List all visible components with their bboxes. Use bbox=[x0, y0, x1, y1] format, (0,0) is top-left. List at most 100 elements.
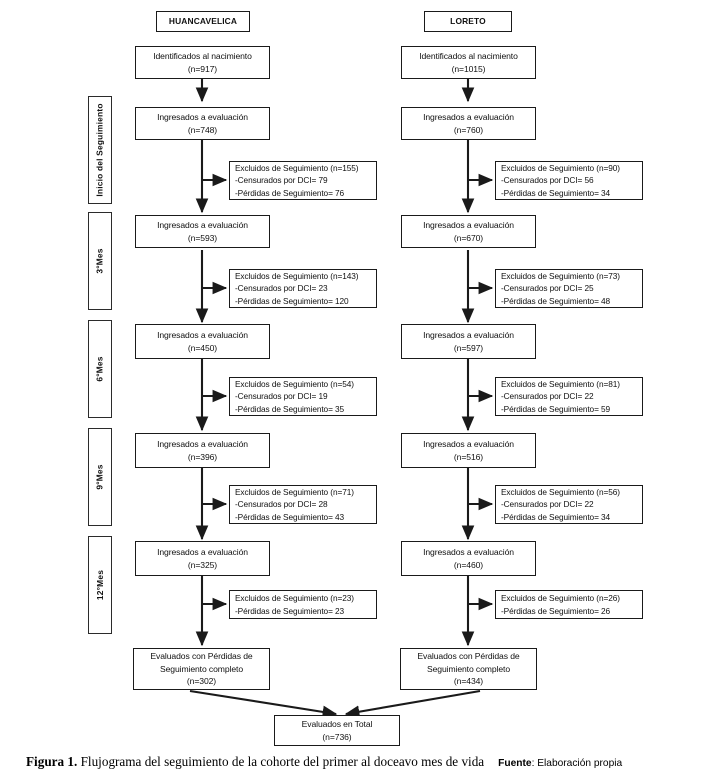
node-line: Ingresados a evaluación bbox=[423, 547, 514, 558]
timeline-stage-label: Inicio del Seguimiento bbox=[95, 103, 105, 197]
timeline-stage-label: 9°Mes bbox=[95, 464, 105, 490]
timeline-stage-inicio: Inicio del Seguimiento bbox=[88, 96, 112, 204]
node-excluded-loreto-2: Excluidos de Seguimiento (n=81) -Censura… bbox=[495, 377, 643, 416]
node-line: Identificados al nacimiento bbox=[419, 51, 518, 62]
excluded-losses: -Pérdidas de Seguimiento= 34 bbox=[501, 187, 611, 198]
column-header-label: HUANCAVELICA bbox=[168, 16, 238, 27]
node-excluded-huancavelica-2: Excluidos de Seguimiento (n=54) -Censura… bbox=[229, 377, 377, 416]
caption-text: Figura 1. Flujograma del seguimiento de … bbox=[26, 754, 484, 769]
node-enrolled-loreto-3: Ingresados a evaluación (n=516) bbox=[401, 433, 536, 468]
node-line: Seguimiento completo bbox=[426, 663, 511, 674]
node-count: (n=434) bbox=[453, 676, 484, 687]
excluded-losses: -Pérdidas de Seguimiento= 26 bbox=[501, 605, 611, 616]
node-count: (n=460) bbox=[453, 559, 484, 570]
excluded-dci: -Censurados por DCI= 19 bbox=[235, 391, 328, 402]
excluded-losses: -Pérdidas de Seguimiento= 48 bbox=[501, 295, 611, 306]
node-count: (n=1015) bbox=[451, 63, 486, 74]
timeline-stage-mes3: 3°Mes bbox=[88, 212, 112, 310]
column-header-label: LORETO bbox=[450, 16, 486, 27]
excluded-total: Excluidos de Seguimiento (n=54) bbox=[235, 378, 354, 389]
excluded-total: Excluidos de Seguimiento (n=90) bbox=[501, 162, 620, 173]
node-line: Evaluados con Pérdidas de bbox=[417, 651, 520, 662]
excluded-dci: -Censurados por DCI= 28 bbox=[235, 499, 328, 510]
node-line: Evaluados con Pérdidas de bbox=[150, 651, 253, 662]
excluded-total: Excluidos de Seguimiento (n=26) bbox=[501, 593, 620, 604]
excluded-dci: -Censurados por DCI= 23 bbox=[235, 283, 328, 294]
node-enrolled-huancavelica-4: Ingresados a evaluación (n=325) bbox=[135, 541, 270, 576]
node-excluded-loreto-1: Excluidos de Seguimiento (n=73) -Censura… bbox=[495, 269, 643, 308]
node-final-huancavelica: Evaluados con Pérdidas de Seguimiento co… bbox=[133, 648, 270, 690]
node-line: Ingresados a evaluación bbox=[423, 439, 514, 450]
node-count: (n=748) bbox=[187, 124, 218, 135]
column-header-huancavelica: HUANCAVELICA bbox=[156, 11, 250, 32]
node-total: Evaluados en Total (n=736) bbox=[274, 715, 400, 746]
source-label: Fuente bbox=[498, 758, 532, 769]
node-excluded-loreto-0: Excluidos de Seguimiento (n=90) -Censura… bbox=[495, 161, 643, 200]
excluded-losses: -Pérdidas de Seguimiento= 35 bbox=[235, 403, 345, 414]
node-enrolled-loreto-2: Ingresados a evaluación (n=597) bbox=[401, 324, 536, 359]
source-body: : Elaboración propia bbox=[531, 758, 623, 769]
node-line: Ingresados a evaluación bbox=[423, 112, 514, 123]
excluded-losses: -Pérdidas de Seguimiento= 23 bbox=[235, 605, 345, 616]
node-count: (n=593) bbox=[187, 232, 218, 243]
node-enrolled-huancavelica-0: Ingresados a evaluación (n=748) bbox=[135, 107, 270, 140]
excluded-total: Excluidos de Seguimiento (n=56) bbox=[501, 486, 620, 497]
excluded-dci: -Censurados por DCI= 22 bbox=[501, 391, 594, 402]
column-header-loreto: LORETO bbox=[424, 11, 512, 32]
excluded-dci: -Censurados por DCI= 22 bbox=[501, 499, 594, 510]
node-line: Ingresados a evaluación bbox=[157, 330, 248, 341]
node-line: Ingresados a evaluación bbox=[157, 547, 248, 558]
excluded-losses: -Pérdidas de Seguimiento= 43 bbox=[235, 511, 345, 522]
node-count: (n=302) bbox=[186, 676, 217, 687]
excluded-total: Excluidos de Seguimiento (n=143) bbox=[235, 270, 359, 281]
timeline-stage-label: 12°Mes bbox=[95, 569, 106, 601]
node-excluded-huancavelica-1: Excluidos de Seguimiento (n=143) -Censur… bbox=[229, 269, 377, 308]
excluded-losses: -Pérdidas de Seguimiento= 120 bbox=[235, 295, 349, 306]
node-excluded-loreto-3: Excluidos de Seguimiento (n=56) -Censura… bbox=[495, 485, 643, 524]
timeline-stage-label: 6°Mes bbox=[95, 356, 105, 382]
node-line: Ingresados a evaluación bbox=[157, 439, 248, 450]
figure-caption: Figura 1. Flujograma del seguimiento de … bbox=[26, 753, 716, 771]
excluded-total: Excluidos de Seguimiento (n=155) bbox=[235, 162, 359, 173]
node-line: Ingresados a evaluación bbox=[157, 220, 248, 231]
node-count: (n=450) bbox=[187, 342, 218, 353]
node-line: Seguimiento completo bbox=[159, 663, 244, 674]
node-line: Ingresados a evaluación bbox=[423, 220, 514, 231]
timeline-stage-mes6: 6°Mes bbox=[88, 320, 112, 418]
caption-figure-label: Figura 1. bbox=[26, 754, 78, 769]
node-birth-huancavelica: Identificados al nacimiento (n=917) bbox=[135, 46, 270, 79]
excluded-losses: -Pérdidas de Seguimiento= 59 bbox=[501, 403, 611, 414]
timeline-stage-label: 3°Mes bbox=[95, 248, 105, 274]
node-line: Identificados al nacimiento bbox=[153, 51, 252, 62]
node-enrolled-loreto-4: Ingresados a evaluación (n=460) bbox=[401, 541, 536, 576]
node-count: (n=516) bbox=[453, 451, 484, 462]
caption-source: Fuente: Elaboración propia bbox=[498, 758, 622, 769]
excluded-dci: -Censurados por DCI= 79 bbox=[235, 175, 328, 186]
node-count: (n=917) bbox=[187, 63, 218, 74]
node-enrolled-loreto-0: Ingresados a evaluación (n=760) bbox=[401, 107, 536, 140]
node-final-loreto: Evaluados con Pérdidas de Seguimiento co… bbox=[400, 648, 537, 690]
timeline-stage-mes12: 12°Mes bbox=[88, 536, 112, 634]
node-count: (n=325) bbox=[187, 559, 218, 570]
node-excluded-huancavelica-0: Excluidos de Seguimiento (n=155) -Censur… bbox=[229, 161, 377, 200]
node-line: Ingresados a evaluación bbox=[423, 330, 514, 341]
excluded-dci: -Censurados por DCI= 25 bbox=[501, 283, 594, 294]
node-count: (n=736) bbox=[322, 731, 352, 742]
excluded-losses: -Pérdidas de Seguimiento= 34 bbox=[501, 511, 611, 522]
timeline-stage-mes9: 9°Mes bbox=[88, 428, 112, 526]
node-excluded-huancavelica-3: Excluidos de Seguimiento (n=71) -Censura… bbox=[229, 485, 377, 524]
excluded-losses: -Pérdidas de Seguimiento= 76 bbox=[235, 187, 345, 198]
node-enrolled-loreto-1: Ingresados a evaluación (n=670) bbox=[401, 215, 536, 248]
node-excluded-loreto-4: Excluidos de Seguimiento (n=26) -Pérdida… bbox=[495, 590, 643, 619]
node-count: (n=396) bbox=[187, 451, 218, 462]
node-birth-loreto: Identificados al nacimiento (n=1015) bbox=[401, 46, 536, 79]
excluded-total: Excluidos de Seguimiento (n=81) bbox=[501, 378, 620, 389]
excluded-total: Excluidos de Seguimiento (n=71) bbox=[235, 486, 354, 497]
node-enrolled-huancavelica-3: Ingresados a evaluación (n=396) bbox=[135, 433, 270, 468]
node-excluded-huancavelica-4: Excluidos de Seguimiento (n=23) -Pérdida… bbox=[229, 590, 377, 619]
node-count: (n=597) bbox=[453, 342, 484, 353]
excluded-total: Excluidos de Seguimiento (n=23) bbox=[235, 593, 354, 604]
excluded-total: Excluidos de Seguimiento (n=73) bbox=[501, 270, 620, 281]
node-enrolled-huancavelica-1: Ingresados a evaluación (n=593) bbox=[135, 215, 270, 248]
